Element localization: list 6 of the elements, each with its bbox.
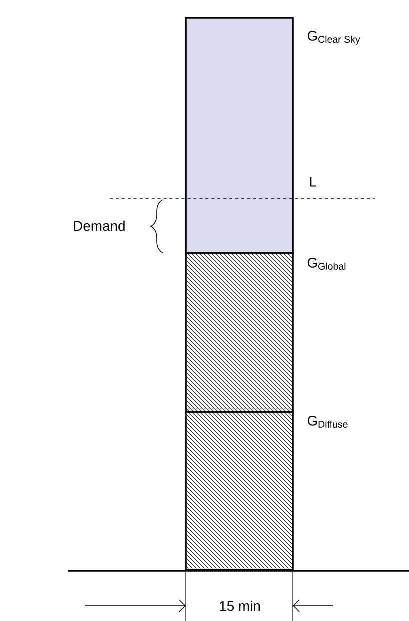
hatched-bar-segment xyxy=(185,252,294,413)
bar-segment xyxy=(185,17,294,254)
level-label: $\text{G}_{\text{Global}}$ xyxy=(308,258,346,270)
level-label: $\text{G}_{\text{Diffuse}}$ xyxy=(308,416,348,428)
hatched-bar-segment xyxy=(185,411,294,571)
level-label: L xyxy=(310,177,316,187)
